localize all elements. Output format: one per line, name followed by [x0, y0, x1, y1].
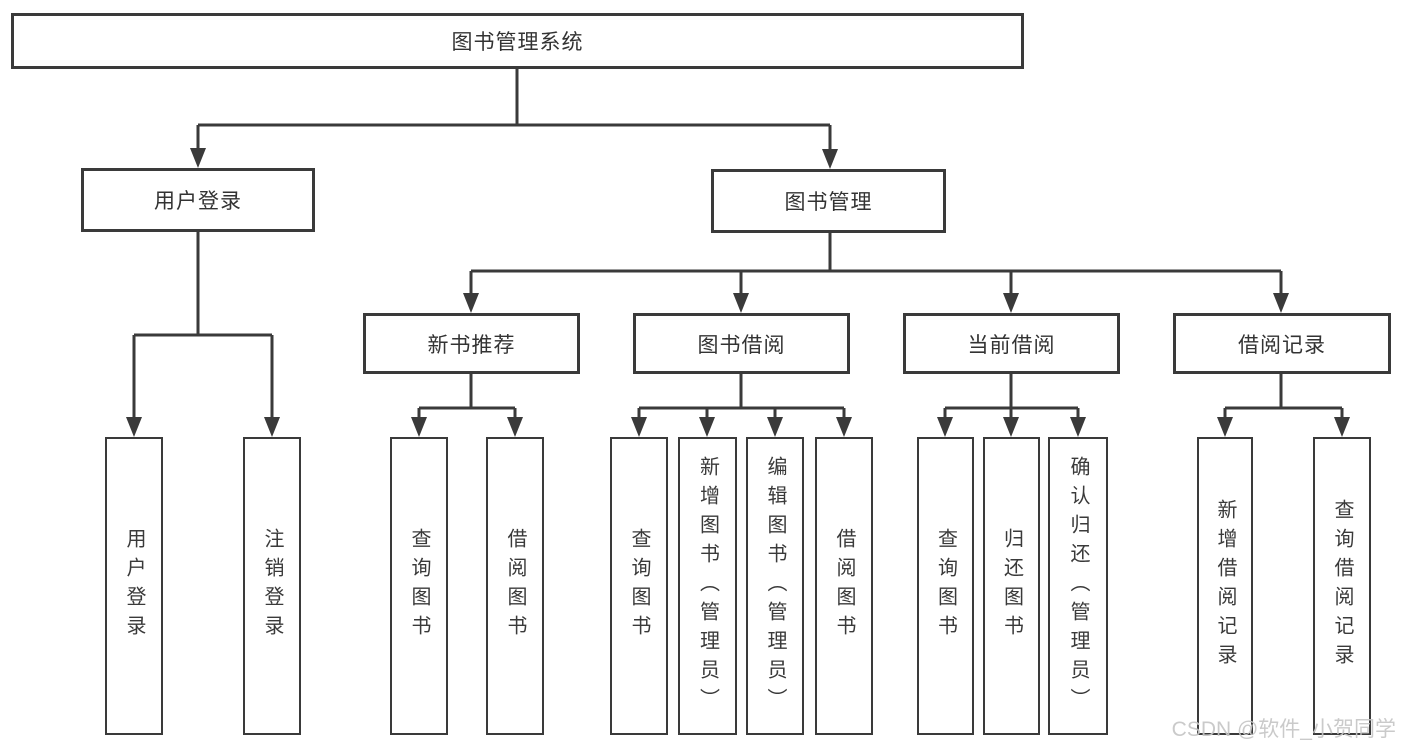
leaf-return-book: 归还图书	[983, 437, 1040, 735]
node-current-borrow: 当前借阅	[903, 313, 1120, 374]
leaf-query-borrow-record: 查询借阅记录	[1313, 437, 1371, 735]
node-user-login: 用户登录	[81, 168, 315, 232]
leaf-label: 新增借阅记录	[1214, 499, 1236, 673]
leaf-label: 确认归还（管理员）	[1067, 455, 1089, 717]
node-new-book-recommend: 新书推荐	[363, 313, 580, 374]
leaf-add-book-admin: 新增图书（管理员）	[678, 437, 737, 735]
leaf-label: 借阅图书	[833, 528, 855, 644]
leaf-label: 注销登录	[261, 528, 283, 644]
leaf-borrow-book-1: 借阅图书	[486, 437, 544, 735]
leaf-label: 查询图书	[934, 528, 957, 644]
leaf-label: 借阅图书	[504, 528, 526, 644]
leaf-label: 查询图书	[408, 528, 430, 644]
leaf-label: 查询借阅记录	[1331, 499, 1353, 673]
leaf-query-book-3: 查询图书	[917, 437, 974, 735]
leaf-label: 归还图书	[1000, 528, 1023, 644]
leaf-label: 新增图书（管理员）	[696, 455, 719, 717]
leaf-label: 编辑图书（管理员）	[764, 455, 786, 717]
leaf-add-borrow-record: 新增借阅记录	[1197, 437, 1253, 735]
leaf-query-book-1: 查询图书	[390, 437, 448, 735]
leaf-user-login: 用户登录	[105, 437, 163, 735]
leaf-edit-book-admin: 编辑图书（管理员）	[746, 437, 804, 735]
leaf-confirm-return-admin: 确认归还（管理员）	[1048, 437, 1108, 735]
leaf-label: 查询图书	[628, 528, 650, 644]
leaf-query-book-2: 查询图书	[610, 437, 668, 735]
node-root-system: 图书管理系统	[11, 13, 1024, 69]
leaf-borrow-book-2: 借阅图书	[815, 437, 873, 735]
arrowhead-icons	[126, 148, 1350, 437]
node-book-management: 图书管理	[711, 169, 946, 233]
node-borrow-record: 借阅记录	[1173, 313, 1391, 374]
leaf-logout: 注销登录	[243, 437, 301, 735]
node-book-borrow: 图书借阅	[633, 313, 850, 374]
leaf-label: 用户登录	[123, 528, 145, 644]
